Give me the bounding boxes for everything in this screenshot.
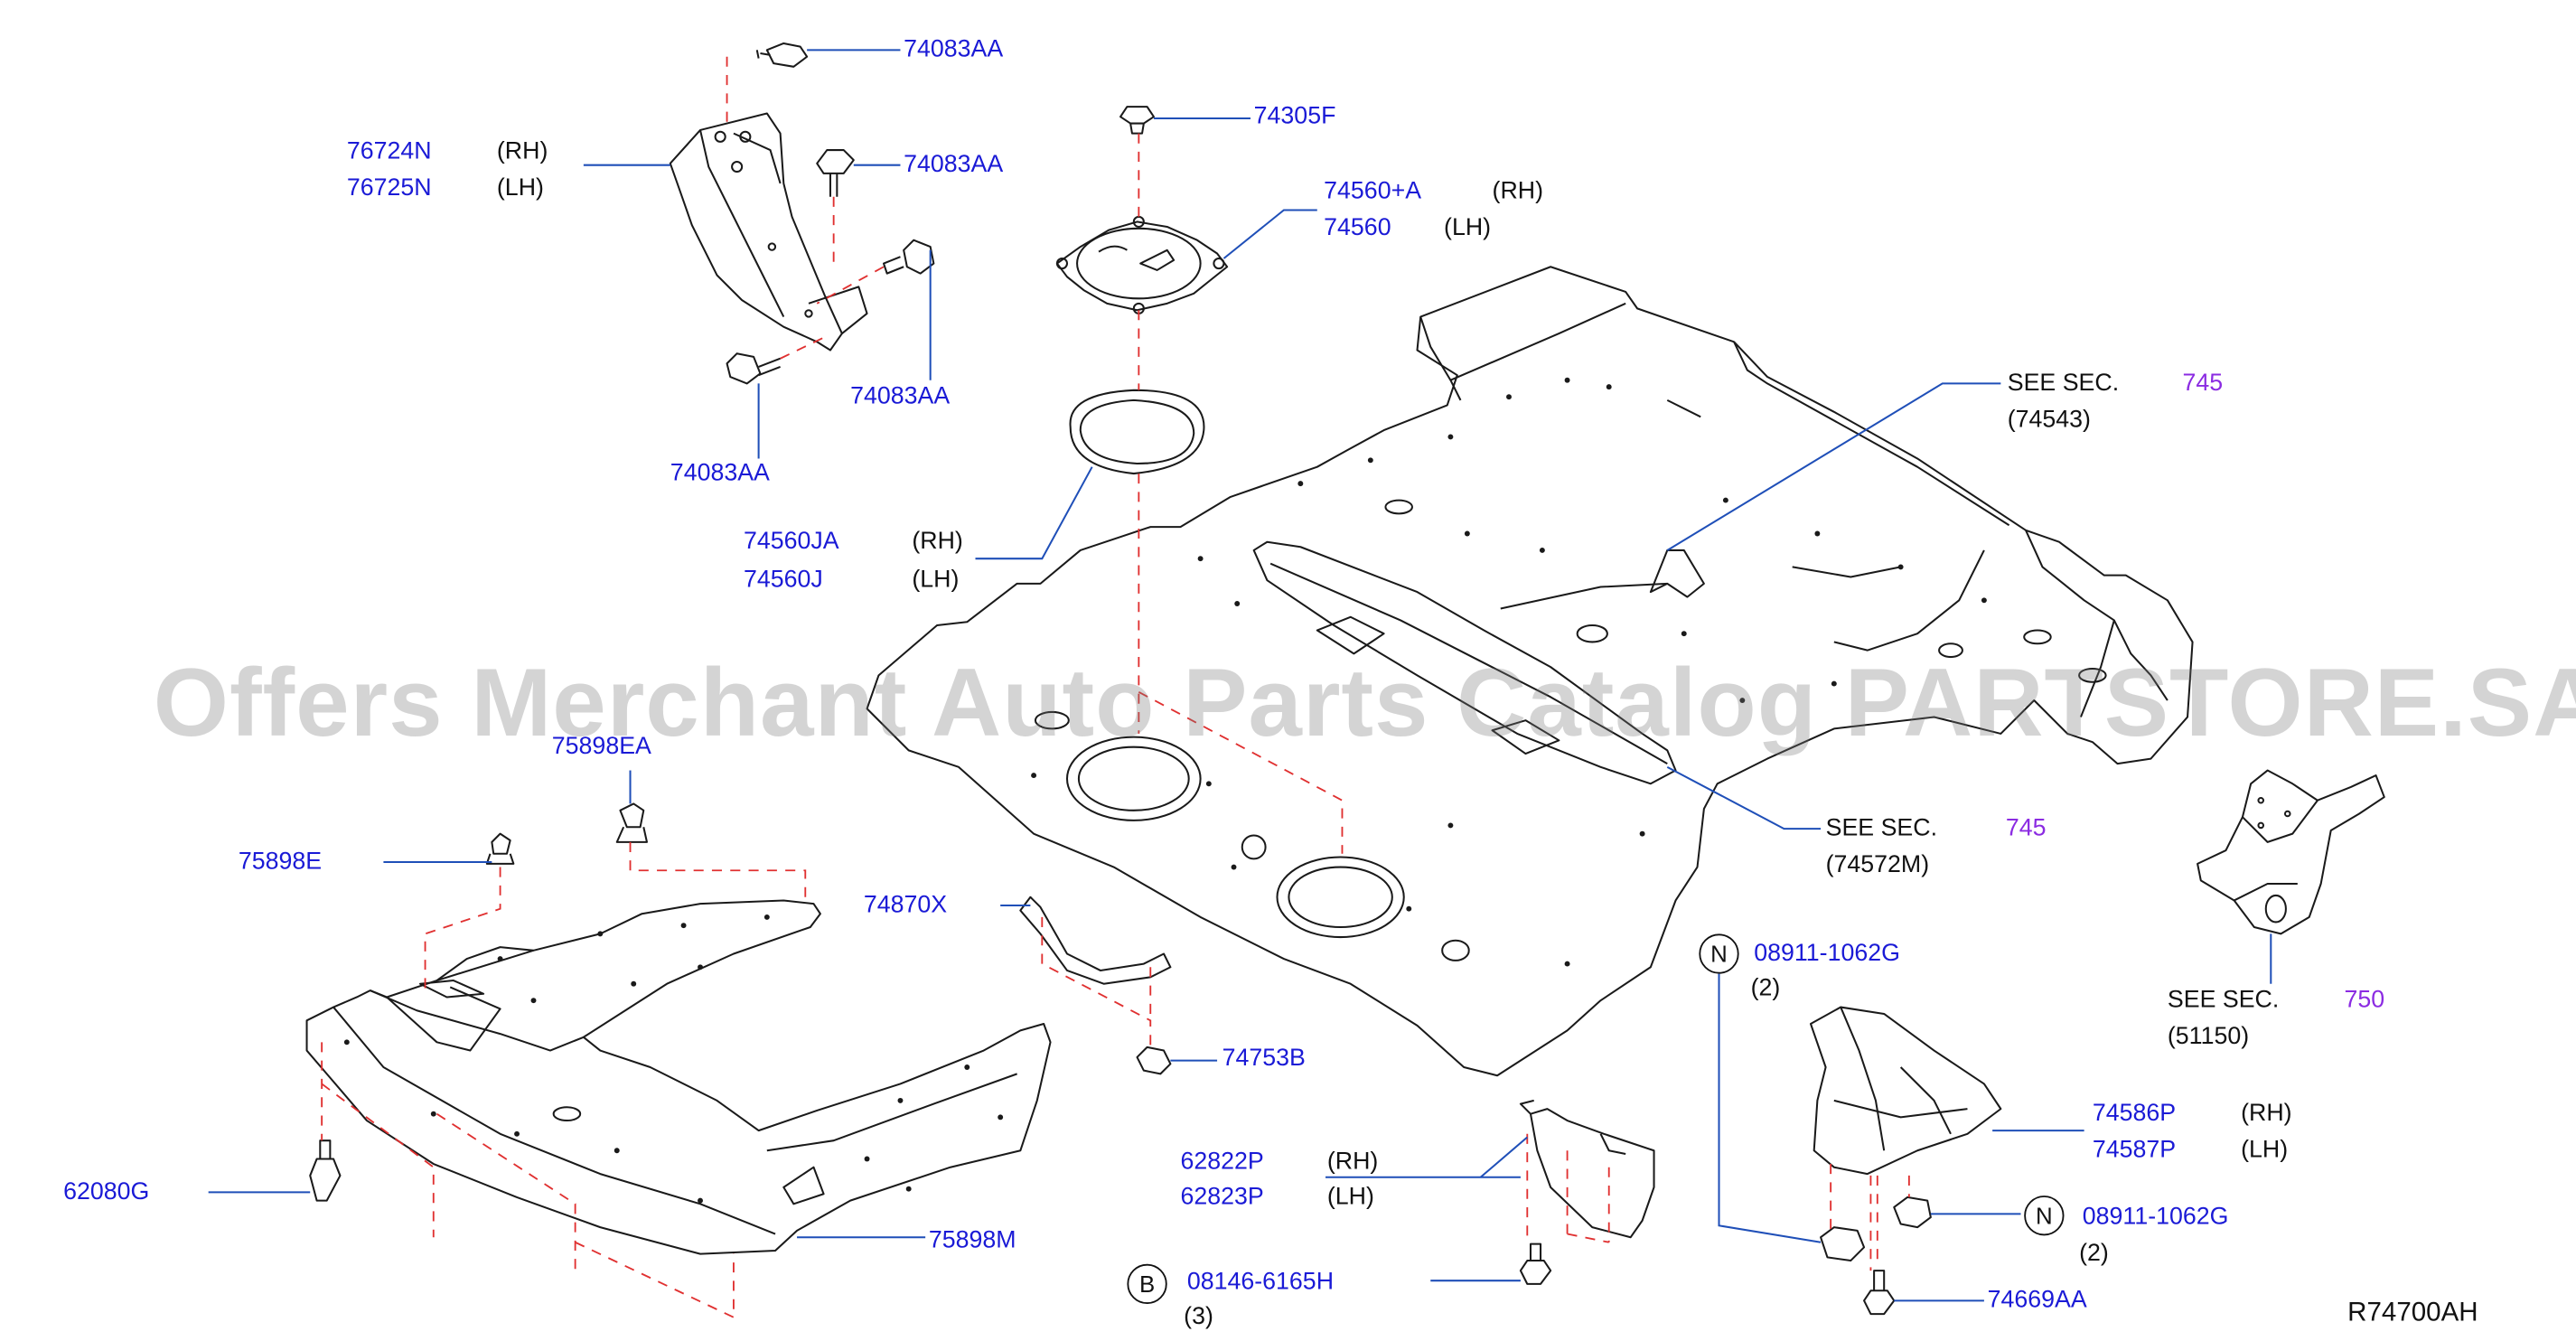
section-link-745[interactable]: 745 — [2005, 815, 2047, 842]
quantity-label: (3) — [1184, 1304, 1213, 1331]
clip-75898ea — [615, 802, 648, 843]
bolt-62080g — [309, 1139, 342, 1202]
part-label-08146-6165h[interactable]: 08146-6165H — [1186, 1269, 1335, 1296]
bolt-74083aa-right — [882, 239, 935, 275]
part-label-75898m[interactable]: 75898M — [928, 1227, 1016, 1254]
nut-08911-b — [1893, 1196, 1932, 1229]
bolt-08146 — [1519, 1243, 1552, 1285]
part-label-74669aa[interactable]: 74669AA — [1987, 1287, 2087, 1315]
side-label-rh: (RH) — [1326, 1149, 1379, 1176]
seal-ring-74560ja — [1069, 389, 1205, 475]
reference-74543: (74543) — [2007, 407, 2091, 434]
floor-inner-edge — [1733, 341, 2010, 527]
part-label-74560ja[interactable]: 74560JA — [744, 528, 839, 556]
part-label-76725n[interactable]: 76725N — [346, 174, 432, 202]
bolt-74083aa-low — [726, 352, 781, 385]
bolt-74669aa — [1863, 1270, 1896, 1316]
see-section-text: SEE SEC. — [2007, 370, 2120, 398]
side-label-rh: (RH) — [496, 138, 548, 165]
bolt-symbol: B — [1127, 1263, 1167, 1305]
side-label-lh: (LH) — [1444, 215, 1492, 242]
nut-74753b — [1136, 1046, 1172, 1075]
diagram-id: R74700AH — [2347, 1299, 2478, 1327]
part-label-74305f[interactable]: 74305F — [1253, 103, 1336, 130]
mud-guard-62822p — [1529, 1108, 1655, 1239]
section-link-750[interactable]: 750 — [2344, 987, 2385, 1014]
side-label-lh: (LH) — [912, 567, 960, 594]
nut-08911-a — [1820, 1226, 1866, 1262]
see-section-text: SEE SEC. — [1825, 815, 1938, 842]
part-label-75898ea[interactable]: 75898EA — [551, 733, 651, 761]
part-label-74083aa[interactable]: 74083AA — [850, 383, 951, 410]
reference-51150: (51150) — [2167, 1024, 2250, 1051]
part-label-75898e[interactable]: 75898E — [238, 849, 323, 876]
center-tunnel — [1252, 540, 1677, 785]
side-label-rh: (RH) — [2241, 1100, 2292, 1128]
leader-lines — [208, 49, 2272, 1302]
bracket-51150 — [2197, 769, 2385, 935]
reference-74572m: (74572M) — [1825, 851, 1930, 879]
part-label-62823p[interactable]: 62823P — [1180, 1184, 1264, 1211]
side-label-rh: (RH) — [1492, 178, 1544, 205]
side-label-rh: (RH) — [912, 528, 963, 556]
cover-75898m — [305, 899, 1052, 1255]
side-label-lh: (LH) — [496, 174, 544, 202]
nut-symbol: N — [1699, 933, 1739, 974]
part-label-62080g[interactable]: 62080G — [63, 1178, 150, 1206]
part-label-08911-1062g[interactable]: 08911-1062G — [2082, 1204, 2229, 1231]
section-link-745[interactable]: 745 — [2182, 370, 2224, 398]
grommet-74305f — [1119, 106, 1155, 135]
part-label-08911-1062g[interactable]: 08911-1062G — [1754, 940, 1900, 968]
strap-74870x — [1019, 896, 1172, 985]
part-label-74560j[interactable]: 74560J — [744, 567, 823, 594]
part-label-74083aa[interactable]: 74083AA — [904, 36, 1004, 64]
part-label-74560a[interactable]: 74560+A — [1324, 178, 1422, 205]
part-label-62822p[interactable]: 62822P — [1180, 1149, 1264, 1176]
part-label-74586p[interactable]: 74586P — [2092, 1100, 2177, 1128]
speaker-cover-74560 — [1055, 220, 1229, 312]
part-label-74083aa[interactable]: 74083AA — [904, 151, 1004, 179]
side-label-lh: (LH) — [2241, 1137, 2289, 1165]
bolt-74083aa-top — [755, 42, 809, 68]
see-section-text: SEE SEC. — [2167, 987, 2280, 1014]
quantity-label: (2) — [2079, 1240, 2109, 1268]
floor-panel — [866, 266, 2194, 1077]
bracket-74586p — [1809, 1006, 2002, 1176]
bolt-74083aa-mid — [816, 149, 855, 197]
part-label-74083aa[interactable]: 74083AA — [670, 460, 770, 487]
quantity-label: (2) — [1750, 975, 1781, 1003]
part-label-74753b[interactable]: 74753B — [1222, 1046, 1306, 1073]
side-label-lh: (LH) — [1326, 1184, 1374, 1211]
bracket-76724n — [669, 112, 843, 352]
part-label-74560[interactable]: 74560 — [1324, 215, 1391, 242]
floor-front-rib — [1419, 302, 1626, 401]
alignment-lines — [321, 56, 1910, 1319]
part-label-76724n[interactable]: 76724N — [346, 138, 432, 165]
clip-75898e — [485, 832, 515, 865]
nut-symbol: N — [2024, 1196, 2065, 1236]
part-label-74587p[interactable]: 74587P — [2092, 1137, 2177, 1165]
watermark: Offers Merchant Auto Parts Catalog PARTS… — [153, 648, 2576, 757]
part-label-74870x[interactable]: 74870X — [863, 892, 948, 919]
